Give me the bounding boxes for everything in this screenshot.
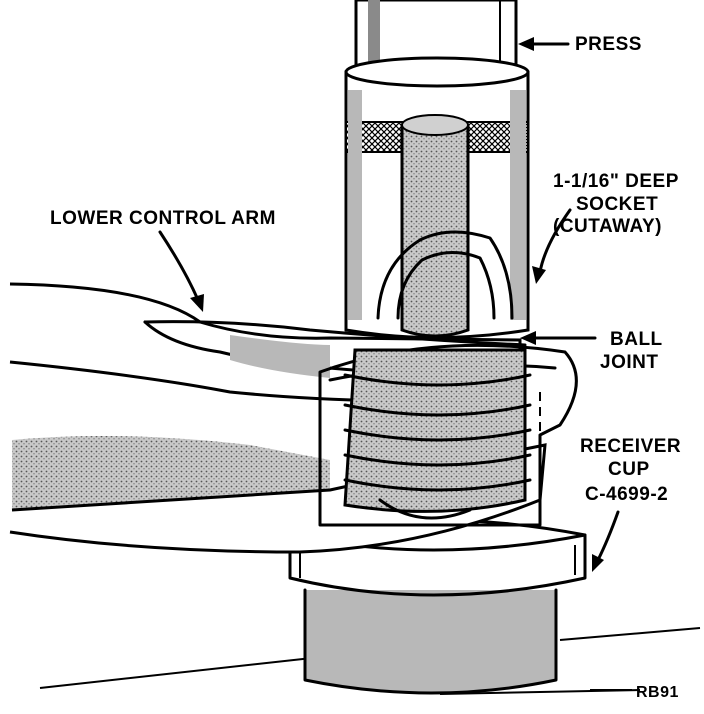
press-label: PRESS (575, 34, 642, 55)
receiver-label-line1: RECEIVER (580, 436, 681, 457)
callout-labels: PRESS 1-1/16" DEEP SOCKET (CUTAWAY) LOWE… (50, 34, 681, 701)
lower-control-arm-label: LOWER CONTROL ARM (50, 208, 276, 229)
socket-label-line3: (CUTAWAY) (553, 216, 662, 237)
figure-code: RB91 (636, 684, 679, 701)
ball-joint-label-line2: JOINT (600, 352, 658, 373)
receiver-label-line2: CUP (608, 459, 650, 480)
ball-joint-body (343, 348, 532, 520)
ball-joint-label-line1: BALL (610, 329, 663, 350)
socket-label-line2: SOCKET (576, 194, 658, 215)
socket-label-line1: 1-1/16" DEEP (553, 171, 679, 192)
leader-lines (158, 37, 632, 691)
deep-socket (344, 56, 530, 339)
receiver-label-line3: C-4699-2 (585, 484, 668, 505)
